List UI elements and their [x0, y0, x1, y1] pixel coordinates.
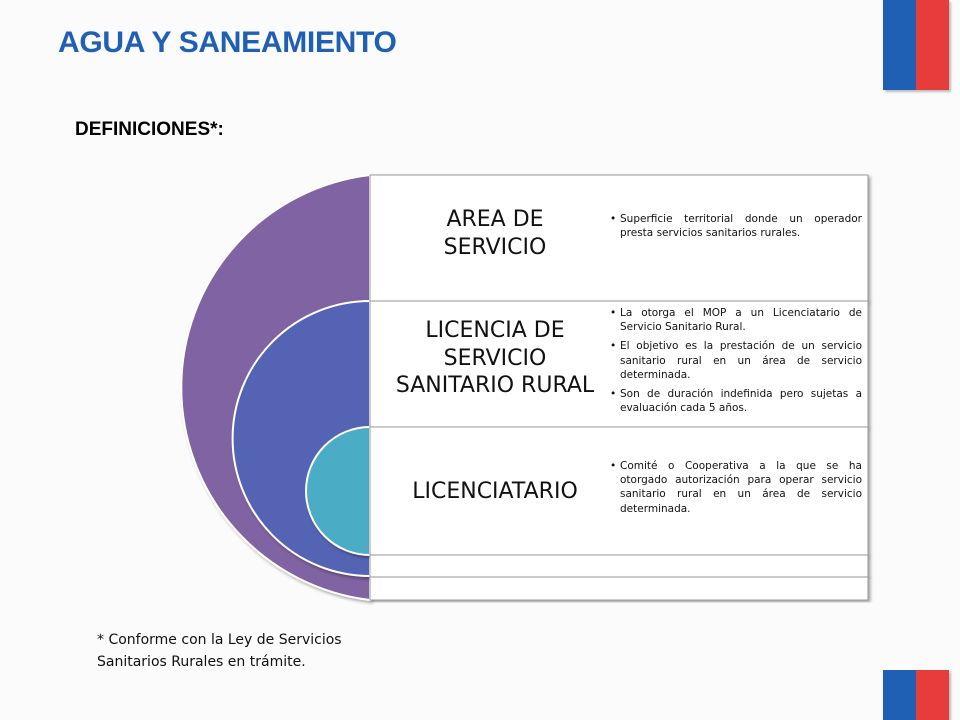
flag-red-stripe [916, 0, 949, 90]
description-area-de-servicio: Superficie territorial donde un operador… [610, 212, 862, 245]
term-licenciatario: LICENCIATARIO [380, 478, 610, 506]
term-line: SERVICIO [443, 345, 547, 371]
term-licencia: LICENCIA DE SERVICIO SANITARIO RURAL [373, 317, 617, 400]
term-line: LICENCIA DE [425, 318, 565, 343]
empty-row-2 [369, 576, 869, 601]
flag-red-stripe [916, 670, 949, 720]
bullet-item: Superficie territorial donde un operador… [610, 212, 862, 240]
flag-blue-stripe [883, 0, 916, 90]
term-line: SERVICIO [443, 234, 547, 260]
inner-ring-licenciatario [305, 425, 371, 557]
footnote-line: * Conforme con la Ley de Servicios [97, 632, 342, 648]
footnote: * Conforme con la Ley de Servicios Sanit… [97, 630, 342, 673]
description-licencia: La otorga el MOP a un Licenciatario de S… [610, 306, 862, 420]
bullet-item: La otorga el MOP a un Licenciatario de S… [610, 306, 862, 334]
page-title: AGUA Y SANEAMIENTO [58, 26, 397, 59]
term-area-de-servicio: AREA DE SERVICIO [380, 206, 610, 261]
bullet-item: Son de duración indefinida pero sujetas … [610, 387, 862, 415]
section-subtitle: DEFINICIONES*: [75, 119, 224, 140]
chile-flag-logo-bottom [883, 670, 949, 720]
empty-row-1 [369, 554, 869, 578]
term-line: LICENCIATARIO [412, 479, 578, 504]
term-line: AREA DE [446, 207, 544, 232]
bullet-item: Comité o Cooperativa a la que se ha otor… [610, 459, 862, 516]
description-licenciatario: Comité o Cooperativa a la que se ha otor… [610, 459, 862, 521]
chile-flag-logo-top [883, 0, 949, 90]
footnote-line: Sanitarios Rurales en trámite. [97, 653, 306, 670]
term-line: SANITARIO RURAL [395, 373, 595, 398]
flag-blue-stripe [883, 670, 916, 720]
bullet-item: El objetivo es la prestación de un servi… [610, 339, 862, 382]
